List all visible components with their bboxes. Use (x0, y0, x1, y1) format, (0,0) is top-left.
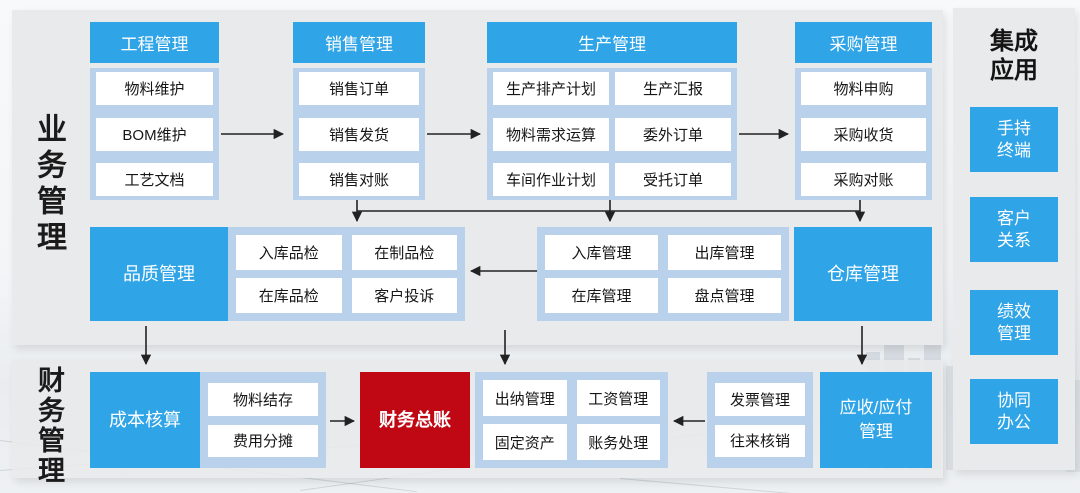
business-management-label: 业务管理 (32, 113, 65, 257)
module-customer-complaint: 客户投诉 (351, 278, 457, 313)
module-production-scheduling: 生产排产计划 (493, 72, 609, 105)
column-purchase: 采购管理 物料申购 采购收货 采购对账 (795, 22, 932, 200)
invoice-stack: 发票管理 往来核销 (707, 372, 813, 468)
module-purchase-receiving: 采购收货 (801, 117, 926, 151)
module-in-process-inspection: 在制品检 (351, 235, 457, 270)
module-payroll-management: 工资管理 (576, 380, 660, 416)
module-consignment-order: 受托订单 (615, 163, 731, 196)
module-expense-allocation: 费用分摊 (208, 424, 318, 457)
module-material-requisition: 物料申购 (801, 72, 926, 105)
engineering-header: 工程管理 (90, 22, 219, 63)
column-engineering: 工程管理 物料维护 BOM维护 工艺文档 (90, 22, 219, 200)
module-purchase-reconciliation: 采购对账 (801, 163, 926, 196)
module-outbound-management: 出库管理 (668, 235, 781, 270)
integration-item-handheld-terminal: 手持 终端 (970, 107, 1058, 172)
module-material-balance: 物料结存 (208, 383, 318, 416)
module-mrp-calculation: 物料需求运算 (493, 117, 609, 151)
module-bom-maintenance: BOM维护 (96, 117, 213, 151)
ledger-grid: 出纳管理 工资管理 固定资产 账务处理 (475, 372, 668, 468)
finance-management-label: 财务管理 (34, 366, 64, 486)
column-production: 生产管理 生产排产计划 生产汇报 物料需求运算 委外订单 车间作业计划 受托订单 (487, 22, 737, 200)
purchase-header: 采购管理 (795, 22, 932, 63)
module-stock-management: 在库管理 (545, 278, 658, 313)
module-sales-reconciliation: 销售对账 (299, 163, 419, 196)
module-stocktake-management: 盘点管理 (668, 278, 781, 313)
sales-header: 销售管理 (293, 22, 425, 63)
cost-accounting-box: 成本核算 (90, 372, 200, 468)
production-header: 生产管理 (487, 22, 737, 63)
integration-item-collaborative-office: 协同 办公 (970, 379, 1058, 444)
module-production-report: 生产汇报 (615, 72, 731, 105)
module-fixed-assets: 固定资产 (483, 424, 567, 460)
module-process-document: 工艺文档 (96, 163, 213, 196)
warehouse-management-box: 仓库管理 (794, 227, 932, 321)
cost-items-stack: 物料结存 费用分摊 (200, 372, 326, 468)
module-stock-inspection: 在库品检 (236, 278, 342, 313)
module-cashier-management: 出纳管理 (483, 380, 567, 416)
module-accounting-processing: 账务处理 (576, 424, 660, 460)
module-workshop-plan: 车间作业计划 (493, 163, 609, 196)
module-sales-delivery: 销售发货 (299, 117, 419, 151)
quality-grid: 入库品检 在制品检 在库品检 客户投诉 (228, 227, 465, 321)
integration-item-customer-relations: 客户 关系 (970, 197, 1058, 262)
module-outsourcing-order: 委外订单 (615, 117, 731, 151)
module-invoice-management: 发票管理 (715, 383, 805, 416)
integration-title: 集成 应用 (990, 28, 1038, 84)
warehouse-grid: 入库管理 出库管理 在库管理 盘点管理 (537, 227, 789, 321)
integration-item-performance-management: 绩效 管理 (970, 290, 1058, 355)
module-material-maintenance: 物料维护 (96, 72, 213, 105)
module-sales-order: 销售订单 (299, 72, 419, 105)
module-current-account-writeoff: 往来核销 (715, 424, 805, 457)
module-incoming-inspection: 入库品检 (236, 235, 342, 270)
column-sales: 销售管理 销售订单 销售发货 销售对账 (293, 22, 425, 200)
quality-management-box: 品质管理 (90, 227, 228, 321)
module-inbound-management: 入库管理 (545, 235, 658, 270)
ar-ap-management-box: 应收/应付 管理 (820, 372, 932, 468)
general-ledger-box: 财务总账 (360, 372, 470, 468)
